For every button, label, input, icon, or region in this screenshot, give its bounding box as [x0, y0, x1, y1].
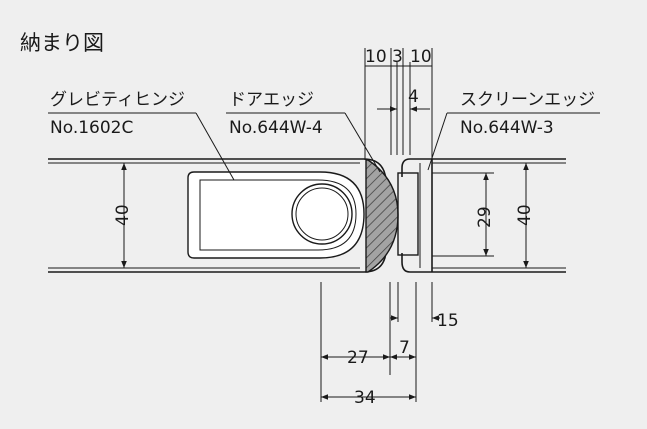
bottom-dimensions	[320, 282, 440, 402]
door-edge-profile	[365, 159, 399, 273]
dim-right-height: 40	[515, 204, 535, 226]
top-dimensions	[364, 48, 433, 160]
label-door-edge-model: No.644W-4	[229, 118, 323, 138]
label-door-edge-name: ドアエッジ	[229, 90, 314, 110]
label-door-edge: ドアエッジ No.644W-4	[226, 90, 381, 173]
dim-bottom-7: 7	[399, 338, 410, 358]
label-hinge-name: グレビティヒンジ	[50, 90, 185, 110]
diagram-title: 納まり図	[20, 31, 104, 55]
dim-inner-height-lines	[432, 172, 494, 257]
dim-inner-height: 29	[475, 206, 495, 228]
gravity-hinge	[187, 171, 365, 259]
label-hinge-model: No.1602C	[50, 118, 133, 138]
screen-panel	[432, 158, 566, 273]
dim-bottom-34: 34	[354, 388, 376, 408]
dim-bottom-15: 15	[437, 311, 459, 331]
dim-top-left: 10	[365, 47, 387, 67]
label-screen-edge-name: スクリーンエッジ	[460, 90, 595, 110]
label-screen-edge: スクリーンエッジ No.644W-3	[427, 90, 600, 171]
door-edge-clip	[397, 172, 419, 256]
dim-left-height: 40	[113, 204, 133, 226]
dim-top-mid: 3	[392, 47, 403, 67]
label-screen-edge-model: No.644W-3	[460, 118, 554, 138]
label-hinge: グレビティヒンジ No.1602C	[48, 90, 235, 181]
dim-top-right: 10	[410, 47, 432, 67]
dim-top-gap: 4	[408, 87, 419, 107]
screen-edge	[401, 158, 433, 273]
dim-bottom-27: 27	[347, 348, 369, 368]
